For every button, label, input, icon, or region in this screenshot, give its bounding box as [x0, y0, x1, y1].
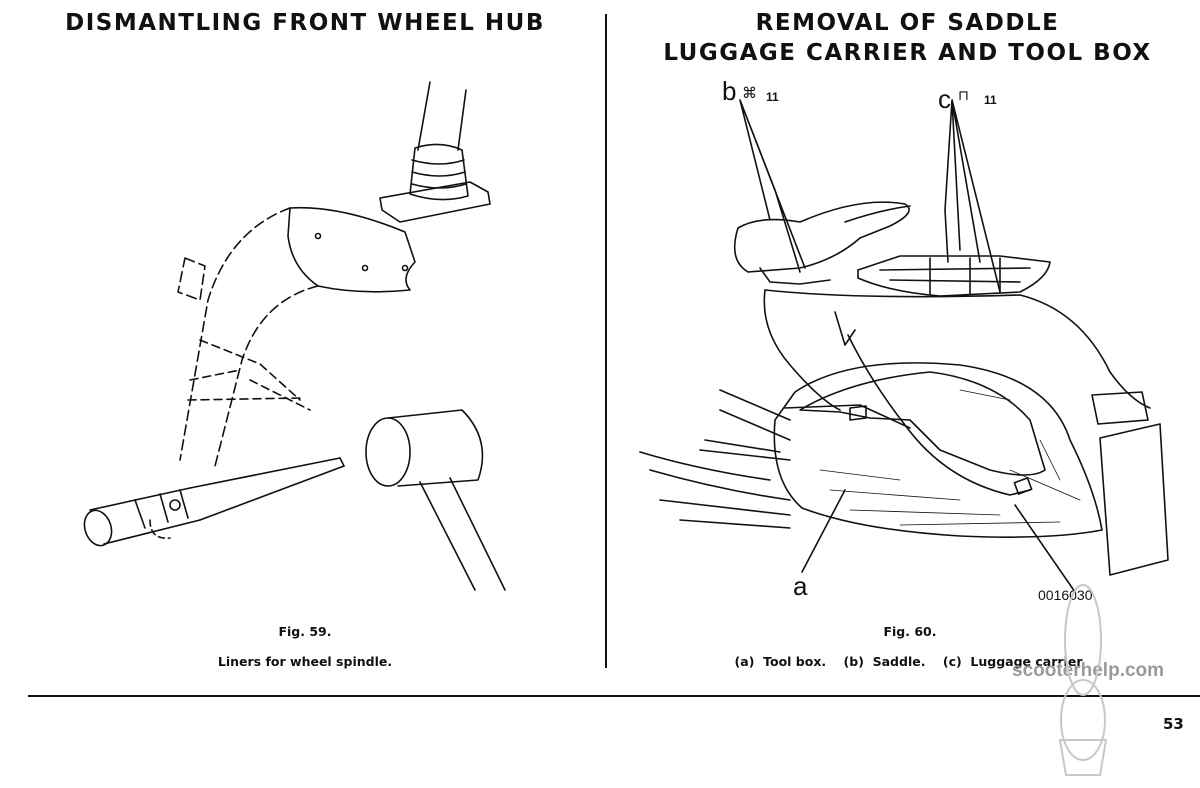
left-page-title: DISMANTLING FRONT WHEEL HUB — [65, 10, 545, 36]
fig59-illustration — [83, 81, 506, 591]
callout-b-size: 11 — [766, 90, 779, 104]
footer-rule — [28, 695, 1200, 697]
right-title-line-2: LUGGAGE CARRIER AND TOOL BOX — [663, 40, 1152, 66]
wrench-icon: ⌘ — [742, 84, 757, 102]
right-title-line-1: REMOVAL OF SADDLE — [755, 10, 1060, 36]
column-divider — [605, 14, 607, 668]
watermark-text: scooterhelp.com — [1012, 660, 1165, 681]
callout-c-size: 11 — [984, 93, 997, 107]
callout-b: b — [722, 76, 737, 106]
part-number: 0016030 — [1038, 587, 1093, 603]
right-page-title: REMOVAL OF SADDLE LUGGAGE CARRIER AND TO… — [615, 8, 1200, 68]
fig59-caption: Liners for wheel spindle. — [217, 654, 393, 669]
fig59-number: Fig. 59. — [278, 624, 332, 639]
page-number: 53 — [1163, 715, 1184, 733]
socket-icon: ⊓ — [958, 88, 969, 104]
callout-a: a — [793, 571, 808, 601]
fig60-illustration — [639, 99, 1169, 593]
fig60-number: Fig. 60. — [883, 624, 937, 639]
callout-c: c — [938, 84, 951, 114]
